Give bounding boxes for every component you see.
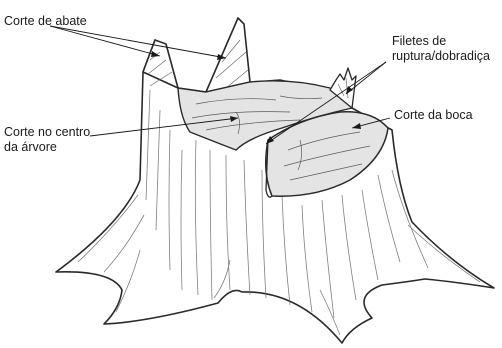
label-filetes-de-ruptura: Filetes de ruptura/dobradiça bbox=[392, 34, 490, 64]
leader-corte-de-abate-left bbox=[50, 26, 160, 56]
label-corte-no-centro: Corte no centro da árvore bbox=[4, 125, 90, 155]
label-corte-de-abate: Corte de abate bbox=[4, 14, 87, 29]
leader-corte-de-abate-right bbox=[50, 26, 226, 58]
label-corte-da-boca: Corte da boca bbox=[394, 108, 473, 123]
